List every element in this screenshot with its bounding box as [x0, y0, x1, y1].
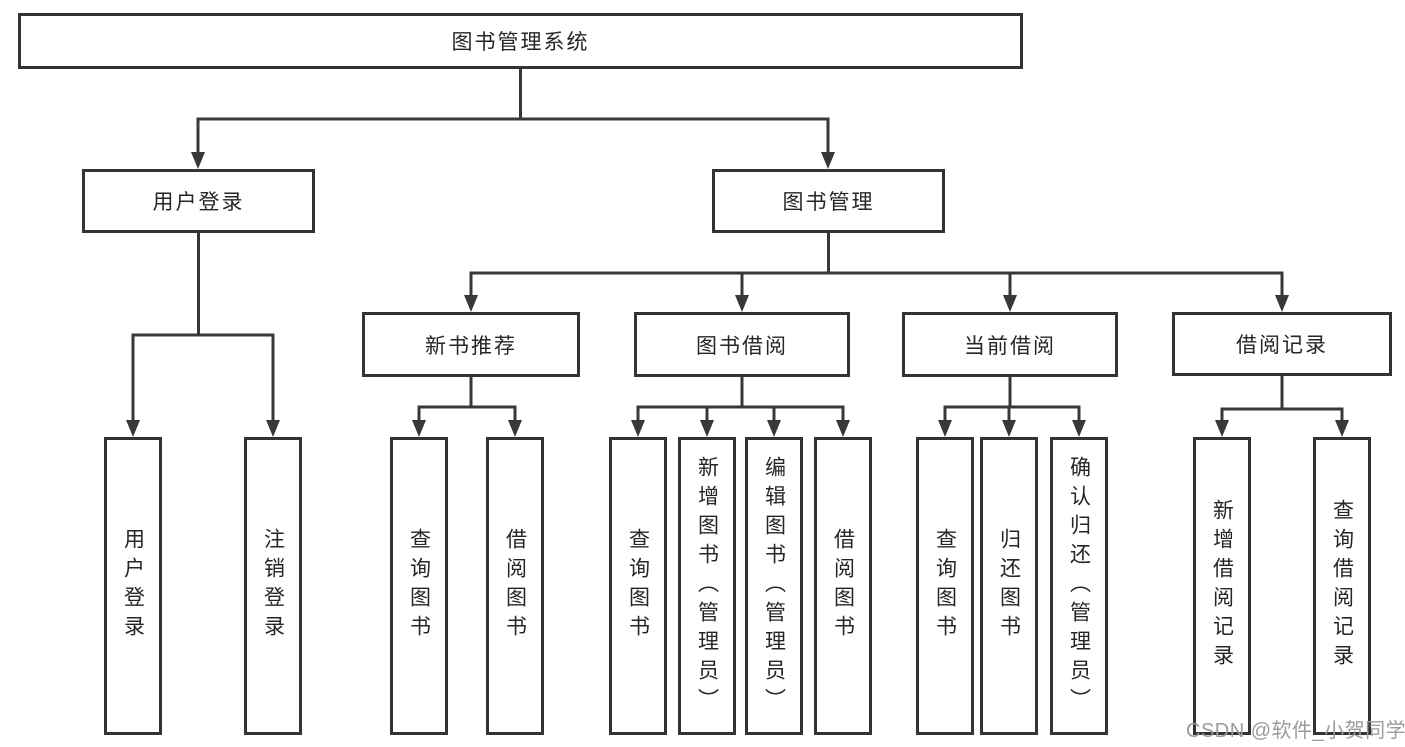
arrow-down: [1072, 420, 1086, 437]
arrow-down: [266, 420, 280, 437]
leaf-user-login: 用户登录: [104, 437, 162, 735]
leaf-query-books-3: 查询图书: [916, 437, 974, 735]
leaf-borrow-books-2: 借阅图书: [814, 437, 872, 735]
leaf-query-books-2: 查询图书: [609, 437, 667, 735]
node-book-management: 图书管理: [712, 169, 945, 233]
connector-user-login: [131, 233, 275, 423]
node-user-login: 用户登录: [82, 169, 315, 233]
arrow-down: [821, 152, 835, 169]
arrow-down: [508, 420, 522, 437]
connector-book-borrow: [636, 377, 845, 423]
leaf-add-borrow-record-label: 新增借阅记录: [1210, 499, 1234, 673]
arrow-down: [938, 420, 952, 437]
connector-book-management: [469, 233, 1284, 298]
node-current-borrow: 当前借阅: [902, 312, 1118, 377]
node-borrow-records-label: 借阅记录: [1236, 334, 1328, 357]
leaf-confirm-return-admin-label: 确认归还（管理员）: [1067, 455, 1091, 717]
leaf-query-borrow-record: 查询借阅记录: [1313, 437, 1371, 735]
node-current-borrow-label: 当前借阅: [964, 334, 1056, 358]
leaf-edit-book-admin-label: 编辑图书（管理员）: [762, 455, 786, 717]
leaf-confirm-return-admin: 确认归还（管理员）: [1050, 437, 1108, 735]
leaf-query-books-2-label: 查询图书: [626, 528, 650, 644]
arrow-down: [700, 420, 714, 437]
leaf-query-borrow-record-label: 查询借阅记录: [1330, 499, 1354, 673]
leaf-borrow-books-2-label: 借阅图书: [831, 528, 855, 644]
arrow-down: [735, 295, 749, 312]
node-user-login-label: 用户登录: [152, 191, 245, 214]
connector-new-book-recommend: [417, 377, 517, 423]
leaf-return-book: 归还图书: [980, 437, 1038, 735]
leaf-borrow-books-1: 借阅图书: [486, 437, 544, 735]
leaf-query-books-3-label: 查询图书: [933, 528, 957, 644]
arrow-down: [412, 420, 426, 437]
leaf-query-books-1-label: 查询图书: [407, 528, 431, 644]
leaf-edit-book-admin: 编辑图书（管理员）: [745, 437, 803, 735]
arrow-down: [464, 295, 478, 312]
leaf-return-book-label: 归还图书: [997, 528, 1021, 644]
node-root: 图书管理系统: [18, 13, 1023, 69]
leaf-user-login-label: 用户登录: [121, 528, 145, 644]
node-book-management-label: 图书管理: [782, 191, 875, 214]
leaf-add-book-admin: 新增图书（管理员）: [678, 437, 736, 735]
arrow-down: [1215, 420, 1229, 437]
arrow-down: [767, 420, 781, 437]
leaf-logout-label: 注销登录: [261, 528, 285, 644]
connector-root: [196, 69, 830, 155]
leaf-add-book-admin-label: 新增图书（管理员）: [695, 455, 719, 717]
connector-current-borrow: [943, 377, 1081, 423]
leaf-borrow-books-1-label: 借阅图书: [503, 528, 527, 644]
arrow-down: [836, 420, 850, 437]
arrow-down: [1335, 420, 1349, 437]
arrow-down: [631, 420, 645, 437]
arrow-down: [1275, 295, 1289, 312]
connector-borrow-records: [1220, 376, 1344, 423]
node-book-borrow: 图书借阅: [634, 312, 850, 377]
arrow-down: [1003, 295, 1017, 312]
node-book-borrow-label: 图书借阅: [696, 334, 788, 358]
arrow-down: [1002, 420, 1016, 437]
node-new-book-recommend: 新书推荐: [362, 312, 580, 377]
arrow-down: [191, 152, 205, 169]
node-root-label: 图书管理系统: [451, 31, 590, 54]
node-new-book-recommend-label: 新书推荐: [425, 334, 517, 358]
leaf-query-books-1: 查询图书: [390, 437, 448, 735]
leaf-logout: 注销登录: [244, 437, 302, 735]
arrow-down: [126, 420, 140, 437]
leaf-add-borrow-record: 新增借阅记录: [1193, 437, 1251, 735]
csdn-watermark: CSDN @软件_小贺同学: [1186, 720, 1405, 742]
node-borrow-records: 借阅记录: [1172, 312, 1392, 376]
